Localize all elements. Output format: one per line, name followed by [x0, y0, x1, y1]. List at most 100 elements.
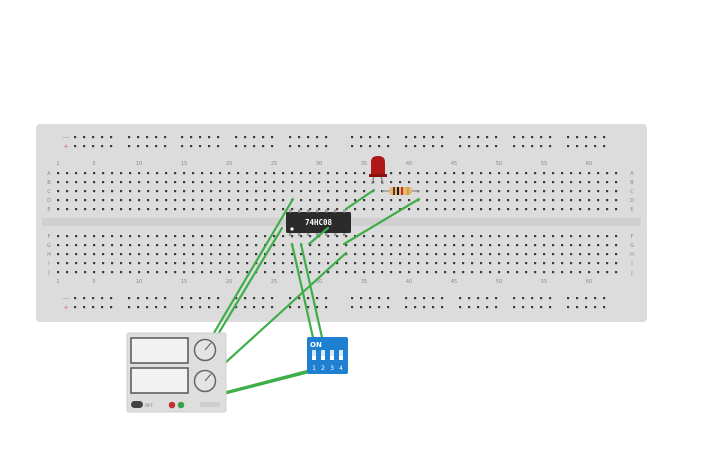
- breadboard-hole[interactable]: [75, 172, 78, 175]
- breadboard-hole[interactable]: [363, 190, 366, 193]
- breadboard-hole[interactable]: [291, 190, 294, 193]
- breadboard-hole[interactable]: [300, 235, 303, 238]
- breadboard-hole[interactable]: [444, 190, 447, 193]
- breadboard-hole[interactable]: [354, 253, 357, 256]
- rail-hole[interactable]: [83, 145, 86, 148]
- breadboard-hole[interactable]: [507, 262, 510, 265]
- rail-hole[interactable]: [244, 306, 247, 309]
- breadboard-hole[interactable]: [57, 262, 60, 265]
- breadboard-hole[interactable]: [498, 181, 501, 184]
- breadboard-hole[interactable]: [507, 235, 510, 238]
- breadboard-hole[interactable]: [498, 262, 501, 265]
- rail-hole[interactable]: [298, 306, 301, 309]
- breadboard-hole[interactable]: [57, 235, 60, 238]
- breadboard-hole[interactable]: [570, 181, 573, 184]
- breadboard-hole[interactable]: [183, 244, 186, 247]
- breadboard-hole[interactable]: [84, 199, 87, 202]
- breadboard-hole[interactable]: [543, 235, 546, 238]
- rail-hole[interactable]: [262, 136, 265, 139]
- rail-hole[interactable]: [594, 297, 597, 300]
- breadboard-hole[interactable]: [309, 181, 312, 184]
- breadboard-hole[interactable]: [588, 199, 591, 202]
- breadboard-hole[interactable]: [102, 190, 105, 193]
- breadboard-hole[interactable]: [111, 271, 114, 274]
- breadboard-hole[interactable]: [354, 172, 357, 175]
- breadboard-hole[interactable]: [246, 199, 249, 202]
- wire[interactable]: [299, 242, 325, 344]
- rail-hole[interactable]: [137, 306, 140, 309]
- breadboard-hole[interactable]: [561, 208, 564, 211]
- rail-hole[interactable]: [271, 145, 274, 148]
- breadboard-hole[interactable]: [435, 190, 438, 193]
- breadboard-hole[interactable]: [507, 190, 510, 193]
- breadboard-hole[interactable]: [597, 190, 600, 193]
- power-switch[interactable]: [131, 401, 143, 408]
- breadboard-hole[interactable]: [210, 271, 213, 274]
- terminal-positive[interactable]: [177, 401, 185, 409]
- rail-hole[interactable]: [369, 136, 372, 139]
- breadboard-hole[interactable]: [552, 181, 555, 184]
- breadboard-hole[interactable]: [462, 172, 465, 175]
- breadboard-hole[interactable]: [390, 181, 393, 184]
- breadboard-hole[interactable]: [372, 253, 375, 256]
- breadboard-hole[interactable]: [84, 181, 87, 184]
- rail-hole[interactable]: [513, 306, 516, 309]
- terminal-negative[interactable]: [168, 401, 176, 409]
- rail-hole[interactable]: [298, 145, 301, 148]
- breadboard-hole[interactable]: [255, 190, 258, 193]
- rail-hole[interactable]: [316, 136, 319, 139]
- breadboard-hole[interactable]: [309, 244, 312, 247]
- breadboard-hole[interactable]: [201, 271, 204, 274]
- breadboard-hole[interactable]: [201, 244, 204, 247]
- breadboard-hole[interactable]: [489, 172, 492, 175]
- breadboard-hole[interactable]: [516, 172, 519, 175]
- breadboard-hole[interactable]: [255, 253, 258, 256]
- breadboard-hole[interactable]: [444, 244, 447, 247]
- breadboard-hole[interactable]: [579, 199, 582, 202]
- breadboard-hole[interactable]: [336, 181, 339, 184]
- rail-hole[interactable]: [405, 297, 408, 300]
- breadboard-hole[interactable]: [237, 181, 240, 184]
- breadboard-hole[interactable]: [399, 172, 402, 175]
- breadboard-hole[interactable]: [210, 262, 213, 265]
- breadboard-hole[interactable]: [543, 181, 546, 184]
- breadboard-hole[interactable]: [219, 181, 222, 184]
- breadboard-hole[interactable]: [309, 190, 312, 193]
- breadboard-hole[interactable]: [255, 208, 258, 211]
- breadboard-hole[interactable]: [453, 235, 456, 238]
- breadboard-hole[interactable]: [165, 172, 168, 175]
- breadboard-hole[interactable]: [147, 172, 150, 175]
- breadboard-hole[interactable]: [219, 271, 222, 274]
- breadboard-hole[interactable]: [417, 172, 420, 175]
- breadboard-hole[interactable]: [471, 172, 474, 175]
- resistor[interactable]: [382, 187, 419, 195]
- breadboard-hole[interactable]: [192, 271, 195, 274]
- breadboard-hole[interactable]: [273, 190, 276, 193]
- breadboard-hole[interactable]: [390, 172, 393, 175]
- breadboard-hole[interactable]: [606, 235, 609, 238]
- rail-hole[interactable]: [164, 145, 167, 148]
- breadboard-hole[interactable]: [174, 172, 177, 175]
- rail-hole[interactable]: [441, 136, 444, 139]
- rail-hole[interactable]: [414, 306, 417, 309]
- breadboard-hole[interactable]: [534, 244, 537, 247]
- breadboard-hole[interactable]: [417, 208, 420, 211]
- breadboard-hole[interactable]: [228, 244, 231, 247]
- rail-hole[interactable]: [513, 145, 516, 148]
- rail-hole[interactable]: [351, 136, 354, 139]
- breadboard-hole[interactable]: [219, 235, 222, 238]
- breadboard-hole[interactable]: [525, 181, 528, 184]
- rail-hole[interactable]: [244, 136, 247, 139]
- breadboard-hole[interactable]: [390, 262, 393, 265]
- breadboard-hole[interactable]: [615, 244, 618, 247]
- breadboard-hole[interactable]: [426, 262, 429, 265]
- breadboard-hole[interactable]: [372, 244, 375, 247]
- rail-hole[interactable]: [567, 136, 570, 139]
- breadboard-hole[interactable]: [480, 262, 483, 265]
- rail-hole[interactable]: [486, 297, 489, 300]
- breadboard-hole[interactable]: [390, 244, 393, 247]
- breadboard-hole[interactable]: [561, 172, 564, 175]
- breadboard-hole[interactable]: [264, 199, 267, 202]
- rail-hole[interactable]: [217, 136, 220, 139]
- breadboard-hole[interactable]: [606, 172, 609, 175]
